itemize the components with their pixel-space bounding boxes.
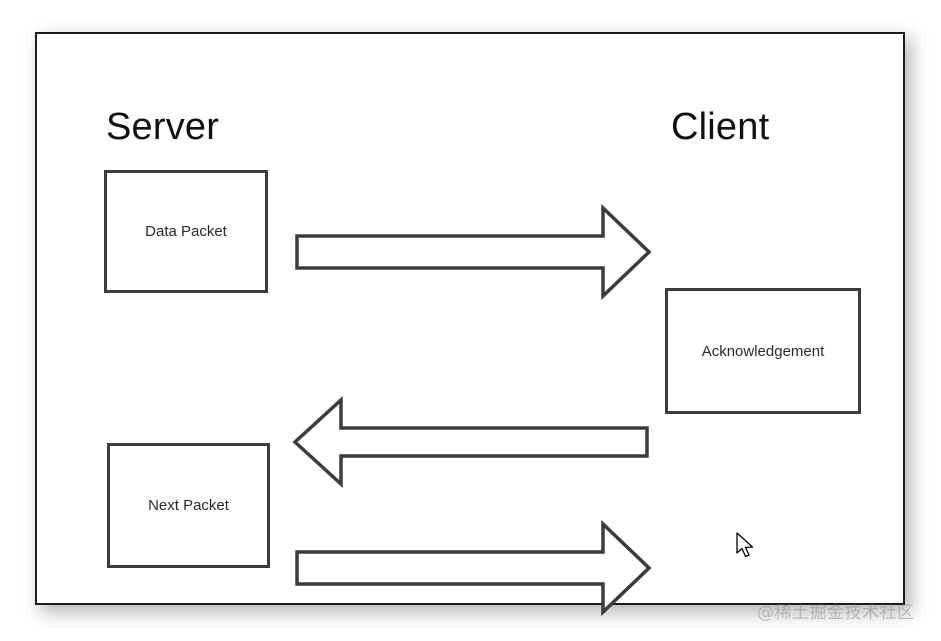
diagram-frame: Server Client Data Packet Acknowledgemen… xyxy=(35,32,905,617)
arrow-data-packet-right xyxy=(295,203,652,301)
box-data-packet-label: Data Packet xyxy=(145,223,227,240)
column-title-client: Client xyxy=(671,106,770,148)
watermark-text: @稀土掘金技术社区 xyxy=(757,603,915,623)
box-next-packet: Next Packet xyxy=(107,443,270,568)
box-next-packet-label: Next Packet xyxy=(148,497,229,514)
box-acknowledgement-label: Acknowledgement xyxy=(701,342,825,360)
box-acknowledgement: Acknowledgement xyxy=(665,288,861,414)
column-title-server: Server xyxy=(106,106,220,148)
arrow-acknowledgement-left xyxy=(292,396,649,488)
arrow-next-packet-right xyxy=(295,519,652,617)
box-data-packet: Data Packet xyxy=(104,170,268,293)
